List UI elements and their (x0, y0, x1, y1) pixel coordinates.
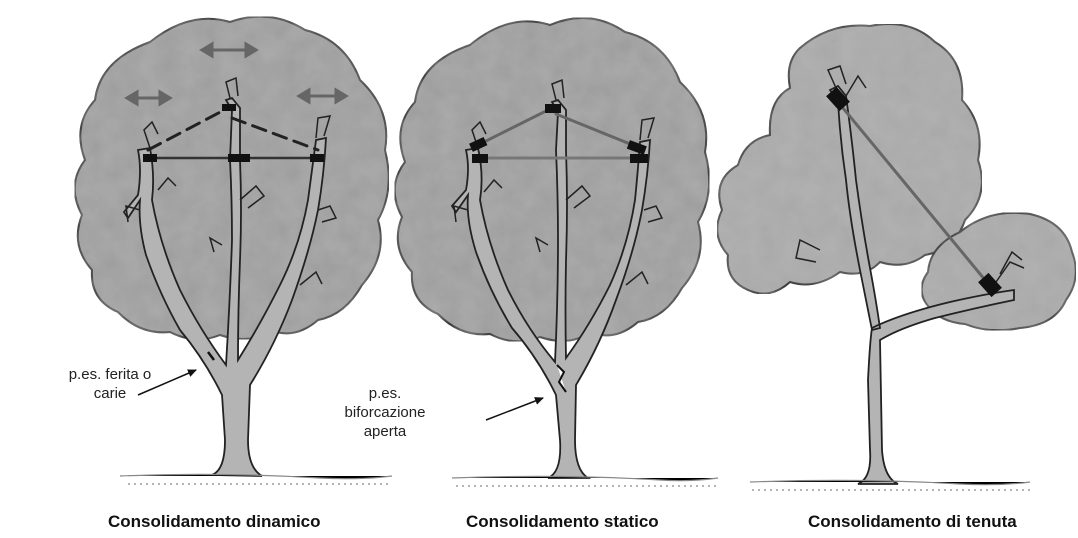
branch-stubs (795, 65, 1025, 283)
trunk (122, 96, 327, 477)
note-line: aperta (363, 423, 407, 440)
movement-arrows (124, 41, 349, 107)
split-mark (556, 364, 567, 393)
caption-dynamic: Consolidamento dinamico (108, 512, 321, 531)
trunk (450, 98, 651, 479)
branch-stubs (453, 78, 664, 286)
note-line: biforcazione (344, 404, 426, 421)
damage-mark (207, 351, 215, 361)
tree-holding (716, 23, 1077, 485)
note-static: p.es. biforcazione aperta (330, 384, 440, 441)
holding-cable (826, 86, 1002, 298)
tree-static (393, 16, 711, 479)
callout-arrow (137, 369, 197, 396)
flexible-cables (143, 104, 324, 162)
caption-static: Consolidamento statico (466, 512, 659, 531)
branch-stubs (125, 76, 338, 286)
crown (393, 16, 711, 343)
note-line: p.es. ferita o (68, 366, 152, 383)
note-dynamic: p.es. ferita o carie (58, 365, 162, 403)
note-line: carie (93, 385, 127, 402)
ground (119, 473, 1031, 491)
rigid-cables (469, 104, 648, 163)
note-line: p.es. (368, 385, 402, 402)
callout-arrow (485, 397, 544, 421)
caption-holding: Consolidamento di tenuta (808, 512, 1017, 531)
tree-dynamic (73, 15, 390, 477)
